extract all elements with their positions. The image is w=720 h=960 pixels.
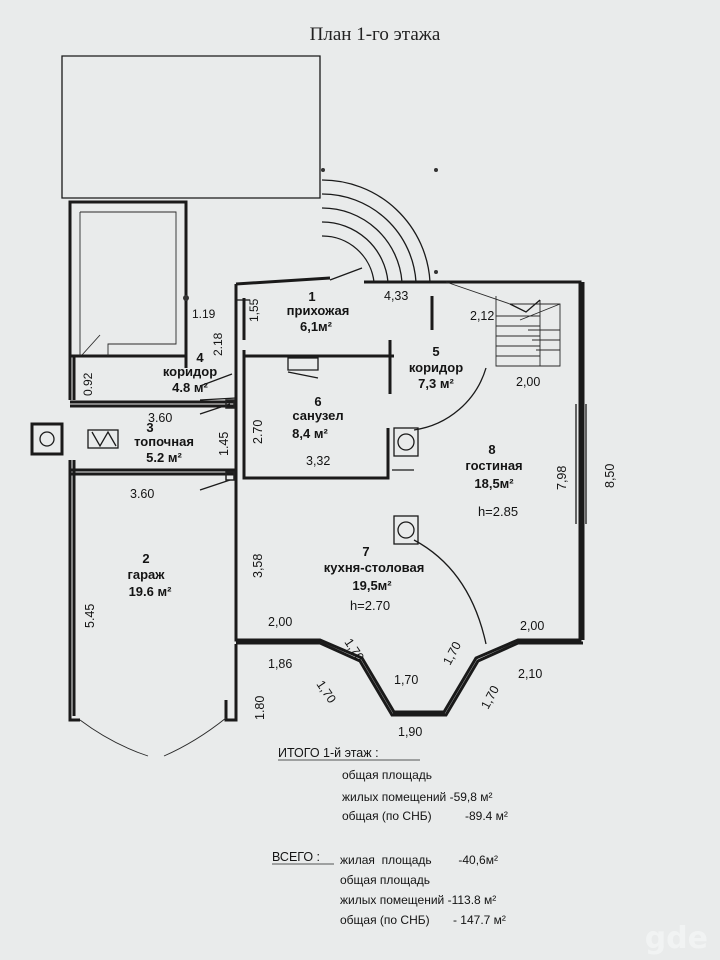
svg-text:общая площадь: общая площадь bbox=[340, 873, 430, 887]
svg-text:4.8 м²: 4.8 м² bbox=[172, 380, 208, 395]
svg-text:кухня-столовая: кухня-столовая bbox=[324, 560, 425, 575]
svg-text:жилая площадь -40,6м²: жилая площадь -40,6м² bbox=[340, 853, 498, 867]
svg-text:4: 4 bbox=[196, 350, 204, 365]
svg-text:1,70: 1,70 bbox=[394, 673, 418, 687]
watermark-logo: gde bbox=[645, 921, 708, 956]
interior-walls bbox=[30, 267, 561, 645]
svg-text:7,3 м²: 7,3 м² bbox=[418, 376, 454, 391]
svg-text:4,33: 4,33 bbox=[384, 289, 408, 303]
svg-text:h=2.85: h=2.85 bbox=[478, 504, 518, 519]
svg-text:1,86: 1,86 bbox=[268, 657, 292, 671]
stair-block bbox=[68, 200, 188, 358]
svg-text:6,1м²: 6,1м² bbox=[300, 319, 333, 334]
room-1-label: 1 прихожая 6,1м² bbox=[287, 289, 350, 334]
svg-text:2,12: 2,12 bbox=[470, 309, 494, 323]
svg-text:1.19: 1.19 bbox=[192, 307, 216, 321]
svg-text:жилых помещений -113.8 м²: жилых помещений -113.8 м² bbox=[340, 893, 496, 907]
svg-text:1,90: 1,90 bbox=[398, 725, 422, 739]
svg-text:3,58: 3,58 bbox=[251, 554, 265, 578]
svg-text:3.60: 3.60 bbox=[148, 411, 172, 425]
svg-text:5.2 м²: 5.2 м² bbox=[146, 450, 182, 465]
svg-text:8,50: 8,50 bbox=[603, 464, 617, 488]
svg-text:топочная: топочная bbox=[134, 434, 194, 449]
svg-text:h=2.70: h=2.70 bbox=[350, 598, 390, 613]
svg-text:2,00: 2,00 bbox=[268, 615, 292, 629]
svg-text:3.60: 3.60 bbox=[130, 487, 154, 501]
svg-text:1.45: 1.45 bbox=[217, 432, 231, 456]
room-5-label: 5 коридор 7,3 м² bbox=[409, 344, 463, 391]
svg-text:19.6 м²: 19.6 м² bbox=[129, 584, 173, 599]
svg-text:19,5м²: 19,5м² bbox=[352, 578, 392, 593]
floor-summary: ИТОГО 1-й этаж : общая площадь жилых пом… bbox=[278, 746, 508, 823]
svg-text:1.80: 1.80 bbox=[253, 696, 267, 720]
svg-text:ИТОГО 1-й этаж :: ИТОГО 1-й этаж : bbox=[278, 746, 379, 760]
svg-text:коридор: коридор bbox=[163, 364, 217, 379]
svg-text:2: 2 bbox=[142, 551, 149, 566]
svg-text:1,70: 1,70 bbox=[440, 639, 464, 667]
room-7-label: 7 кухня-столовая 19,5м² h=2.70 bbox=[324, 544, 425, 613]
svg-text:6: 6 bbox=[314, 394, 321, 409]
svg-text:коридор: коридор bbox=[409, 360, 463, 375]
room-4-label: 4 коридор 4.8 м² bbox=[163, 350, 217, 395]
porch-steps bbox=[321, 179, 431, 283]
plan-title: План 1-го этажа bbox=[310, 24, 441, 45]
room-2-label: 2 гараж 19.6 м² bbox=[127, 551, 172, 599]
svg-text:общая (по СНБ) -89.4: общая (по СНБ) -89.4 м² bbox=[342, 809, 508, 823]
svg-text:8: 8 bbox=[488, 442, 495, 457]
svg-text:2.18: 2.18 bbox=[211, 332, 225, 356]
total-summary: ВСЕГО : жилая площадь -40,6м² общая площ… bbox=[272, 850, 506, 927]
svg-text:санузел: санузел bbox=[292, 408, 343, 423]
svg-text:ВСЕГО :: ВСЕГО : bbox=[272, 850, 320, 864]
svg-text:7,98: 7,98 bbox=[555, 466, 569, 490]
svg-text:3,32: 3,32 bbox=[306, 454, 330, 468]
svg-text:18,5м²: 18,5м² bbox=[474, 476, 514, 491]
svg-text:1,70: 1,70 bbox=[314, 678, 339, 706]
svg-text:жилых помещений -59,8 м²: жилых помещений -59,8 м² bbox=[342, 790, 493, 804]
terrace-outline bbox=[61, 55, 321, 199]
svg-text:5: 5 bbox=[432, 344, 439, 359]
svg-text:2,00: 2,00 bbox=[520, 619, 544, 633]
svg-text:2.70: 2.70 bbox=[251, 420, 265, 444]
room-8-label: 8 гостиная 18,5м² h=2.85 bbox=[465, 442, 522, 519]
room-6-label: 6 санузел 8,4 м² bbox=[292, 394, 343, 441]
room-3-label: 3 топочная 5.2 м² bbox=[134, 420, 194, 465]
svg-text:2,00: 2,00 bbox=[516, 375, 540, 389]
svg-text:1,70: 1,70 bbox=[478, 683, 502, 711]
svg-text:7: 7 bbox=[362, 544, 369, 559]
dimension-labels: 4,33 2,12 2,00 7,98 8,50 1.19 2.18 1,55 … bbox=[81, 289, 617, 739]
svg-text:общая площадь: общая площадь bbox=[342, 768, 432, 782]
svg-text:прихожая: прихожая bbox=[287, 303, 350, 318]
outer-walls bbox=[68, 276, 585, 722]
svg-text:5.45: 5.45 bbox=[83, 604, 97, 628]
svg-text:3: 3 bbox=[146, 420, 153, 435]
svg-text:1: 1 bbox=[308, 289, 315, 304]
svg-text:гостиная: гостиная bbox=[465, 458, 522, 473]
svg-text:1,55: 1,55 bbox=[247, 298, 261, 322]
svg-text:общая (по СНБ) - 147.7 м: общая (по СНБ) - 147.7 м² bbox=[340, 913, 506, 927]
svg-text:гараж: гараж bbox=[127, 567, 165, 582]
svg-text:0.92: 0.92 bbox=[81, 372, 95, 396]
svg-text:2,10: 2,10 bbox=[518, 667, 542, 681]
svg-text:8,4 м²: 8,4 м² bbox=[292, 426, 328, 441]
